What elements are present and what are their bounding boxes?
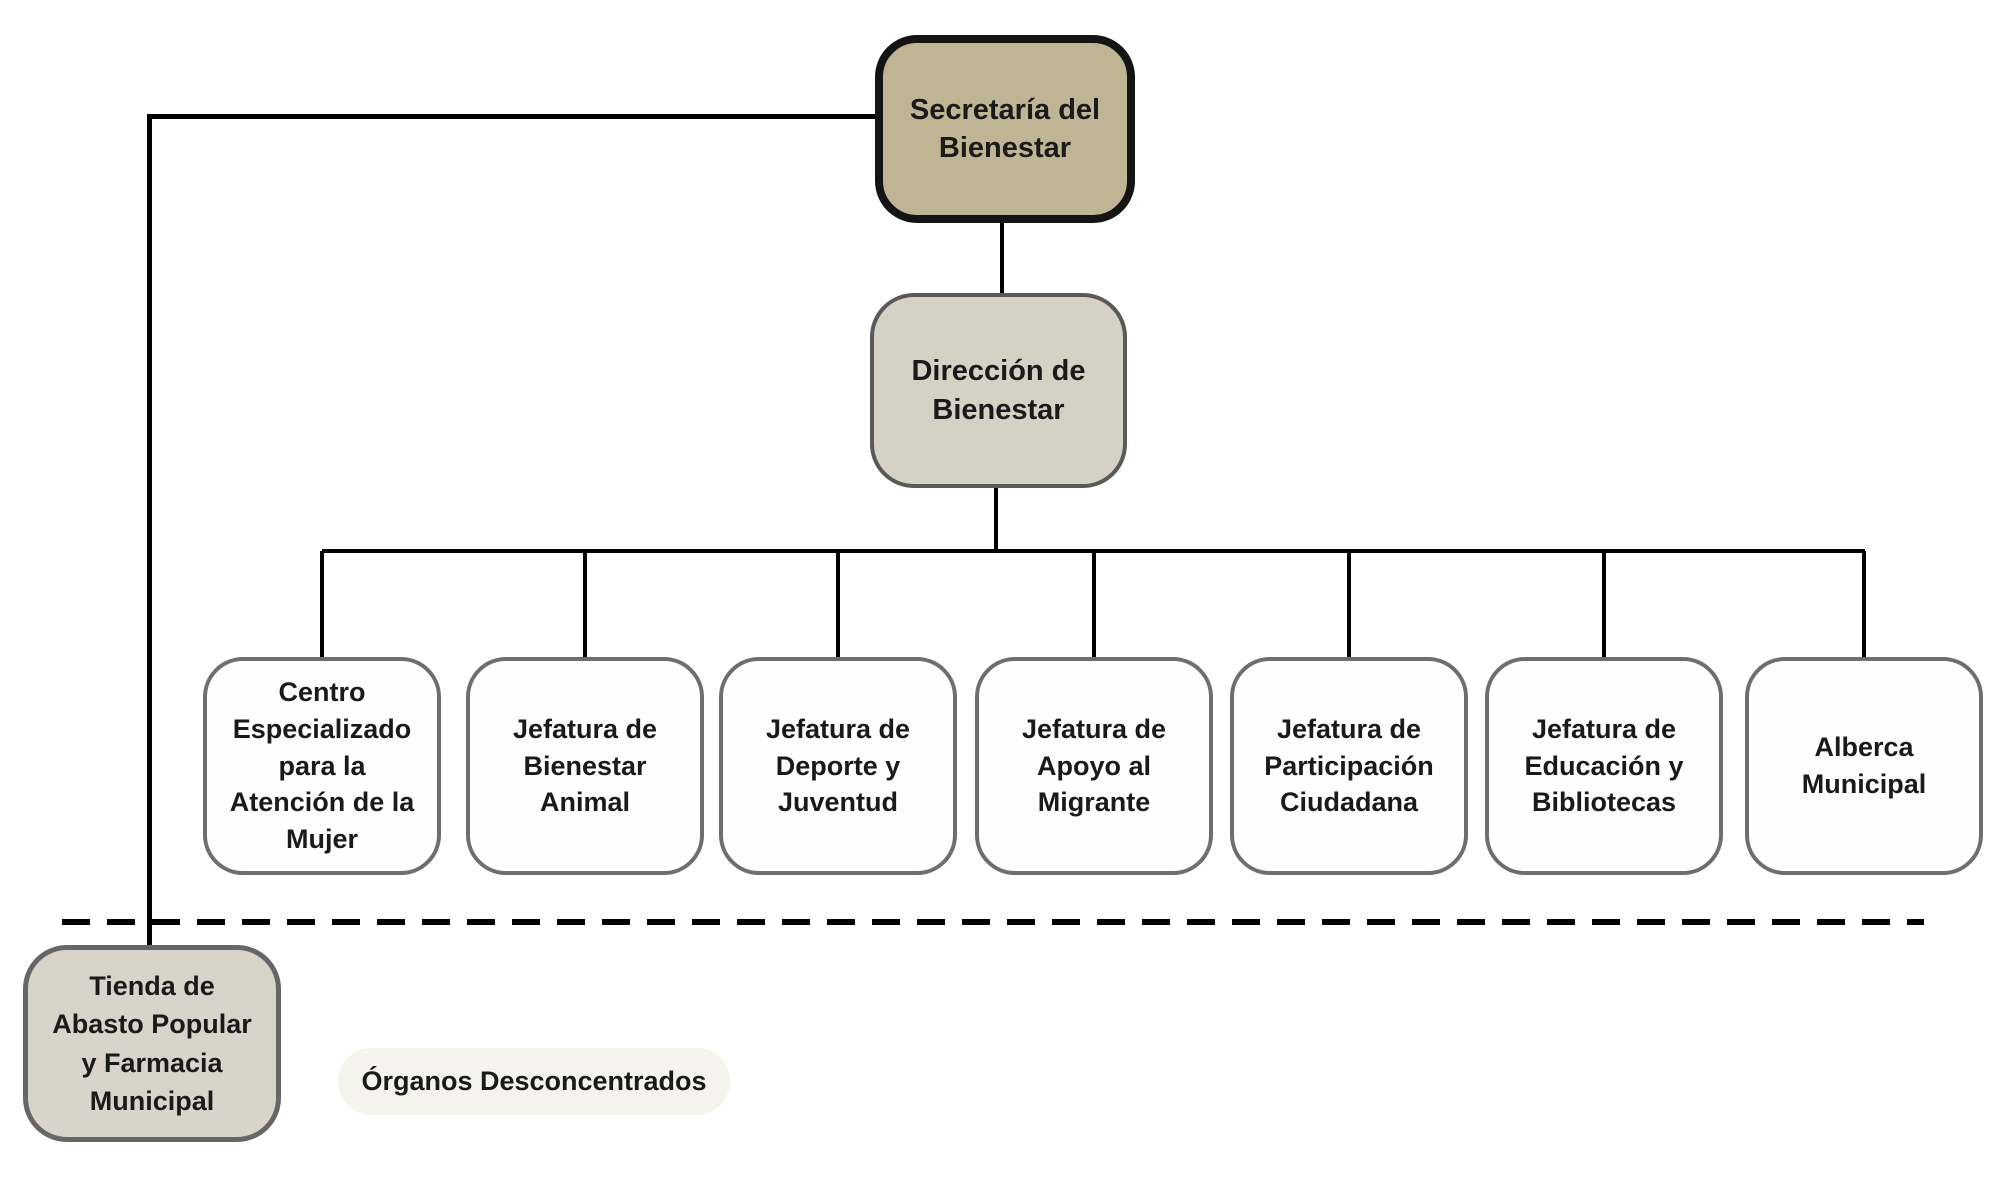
- connector-child-drop-5: [1347, 551, 1351, 657]
- connector-child-drop-4: [1092, 551, 1096, 657]
- node-child-4: Jefatura de Apoyo al Migrante: [975, 657, 1213, 875]
- node-child-1: Centro Especializado para la Atención de…: [203, 657, 441, 875]
- connector-root-to-deconcentrated-vertical: [147, 114, 152, 947]
- node-tienda-abasto-popular-farmacia: Tienda de Abasto Popular y Farmacia Muni…: [23, 945, 281, 1142]
- connector-root-to-director: [1000, 222, 1004, 294]
- node-child-2: Jefatura de Bienestar Animal: [466, 657, 704, 875]
- connector-director-to-bar: [994, 487, 998, 553]
- section-label-organos-desconcentrados: Órganos Desconcentrados: [338, 1048, 730, 1115]
- connector-child-drop-1: [320, 551, 324, 657]
- connector-root-to-deconcentrated-horizontal: [147, 114, 877, 119]
- node-child-6: Jefatura de Educación y Bibliotecas: [1485, 657, 1723, 875]
- node-child-5: Jefatura de Participación Ciudadana: [1230, 657, 1468, 875]
- node-secretaria-del-bienestar: Secretaría del Bienestar: [875, 35, 1135, 223]
- node-direccion-de-bienestar: Dirección de Bienestar: [870, 293, 1127, 488]
- connector-child-drop-2: [583, 551, 587, 657]
- connector-child-drop-3: [836, 551, 840, 657]
- deconcentrated-divider-dashed-line: [62, 919, 1924, 925]
- connector-child-drop-7: [1862, 551, 1866, 657]
- connector-child-drop-6: [1602, 551, 1606, 657]
- node-child-7: Alberca Municipal: [1745, 657, 1983, 875]
- node-child-3: Jefatura de Deporte y Juventud: [719, 657, 957, 875]
